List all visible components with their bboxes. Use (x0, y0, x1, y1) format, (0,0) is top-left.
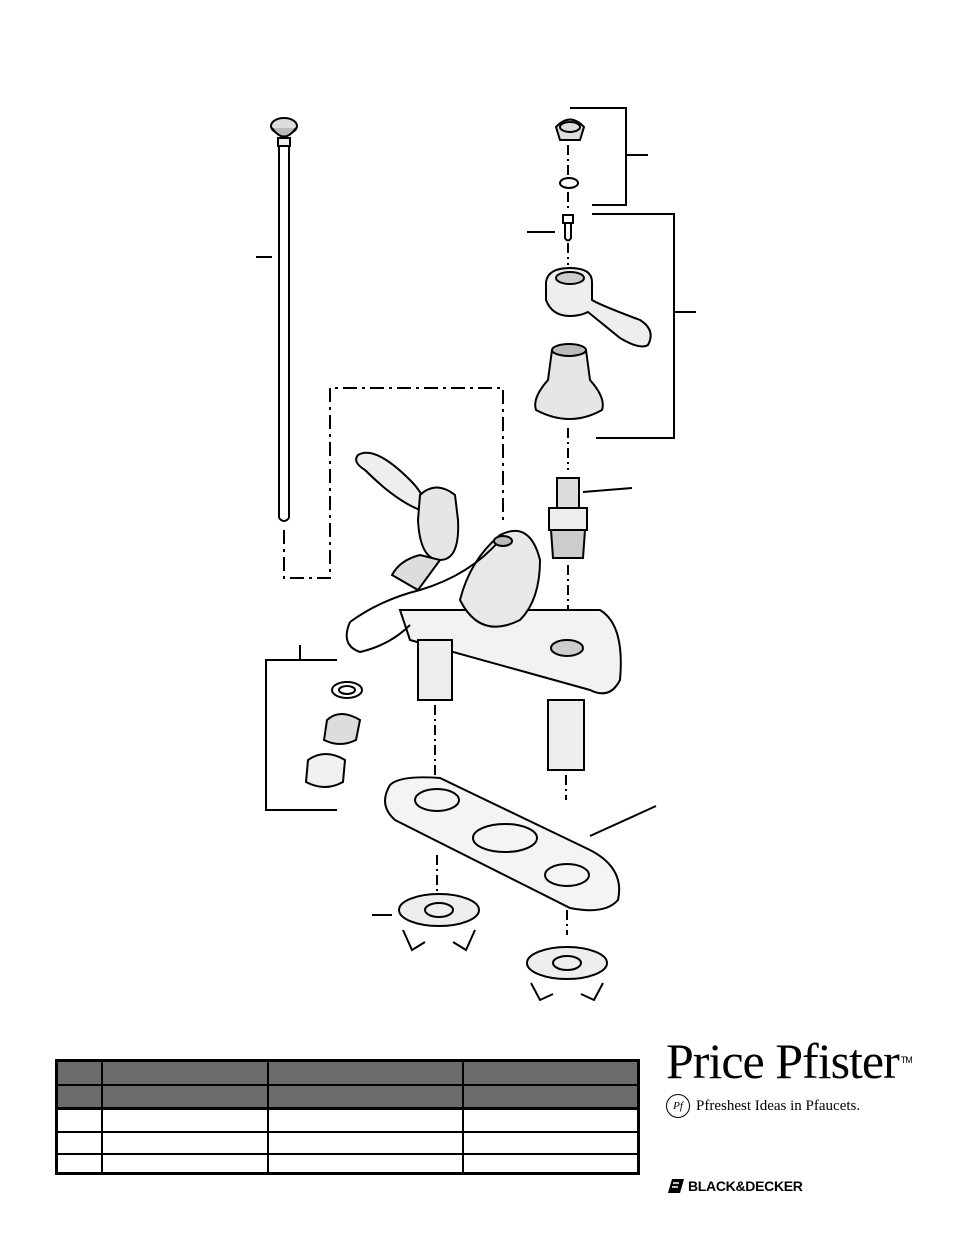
table-header-row (58, 1062, 637, 1084)
table-rule (58, 1084, 637, 1086)
table-header-row (58, 1086, 637, 1107)
lift-rod (270, 117, 298, 522)
table-rule (58, 1131, 637, 1133)
bracket-aerator (265, 659, 337, 811)
deck-gasket (384, 776, 621, 912)
table-rule (58, 1153, 637, 1155)
black-and-decker-text: BLACK&DECKER (688, 1178, 803, 1194)
valve-cartridge (548, 477, 588, 559)
callout-cartridge (582, 487, 633, 493)
hexagon-icon (668, 1179, 684, 1193)
handle-screw (562, 214, 574, 242)
pf-monogram-icon: Pf (666, 1094, 690, 1118)
assembly-guide-line (283, 387, 504, 579)
brand-name-text: Price Pfister (666, 1033, 900, 1089)
brand-tagline: Pfreshest Ideas in Pfaucets. (696, 1097, 861, 1114)
lever-handle (545, 266, 652, 348)
table-column-divider (101, 1062, 103, 1172)
parts-table (55, 1059, 640, 1175)
callout-gasket (589, 805, 657, 837)
tagline-row: Pf Pfreshest Ideas in Pfaucets. (666, 1094, 906, 1118)
faucet-body (345, 451, 622, 771)
mounting-nut-right (526, 946, 608, 1002)
trademark-mark: TM (900, 1055, 913, 1065)
black-and-decker-logo: BLACK&DECKER (668, 1178, 803, 1194)
bracket-button (570, 107, 627, 206)
mounting-nut-left (398, 893, 480, 952)
index-button (554, 118, 586, 141)
washer (559, 177, 579, 189)
table-rule (58, 1107, 637, 1110)
table-column-divider (267, 1062, 269, 1172)
bracket-handle (592, 213, 675, 439)
aerator-housing (304, 753, 347, 788)
aerator-screen (322, 713, 362, 745)
handle-escutcheon (534, 343, 604, 420)
aerator-washer (331, 681, 363, 699)
table-column-divider (462, 1062, 464, 1172)
